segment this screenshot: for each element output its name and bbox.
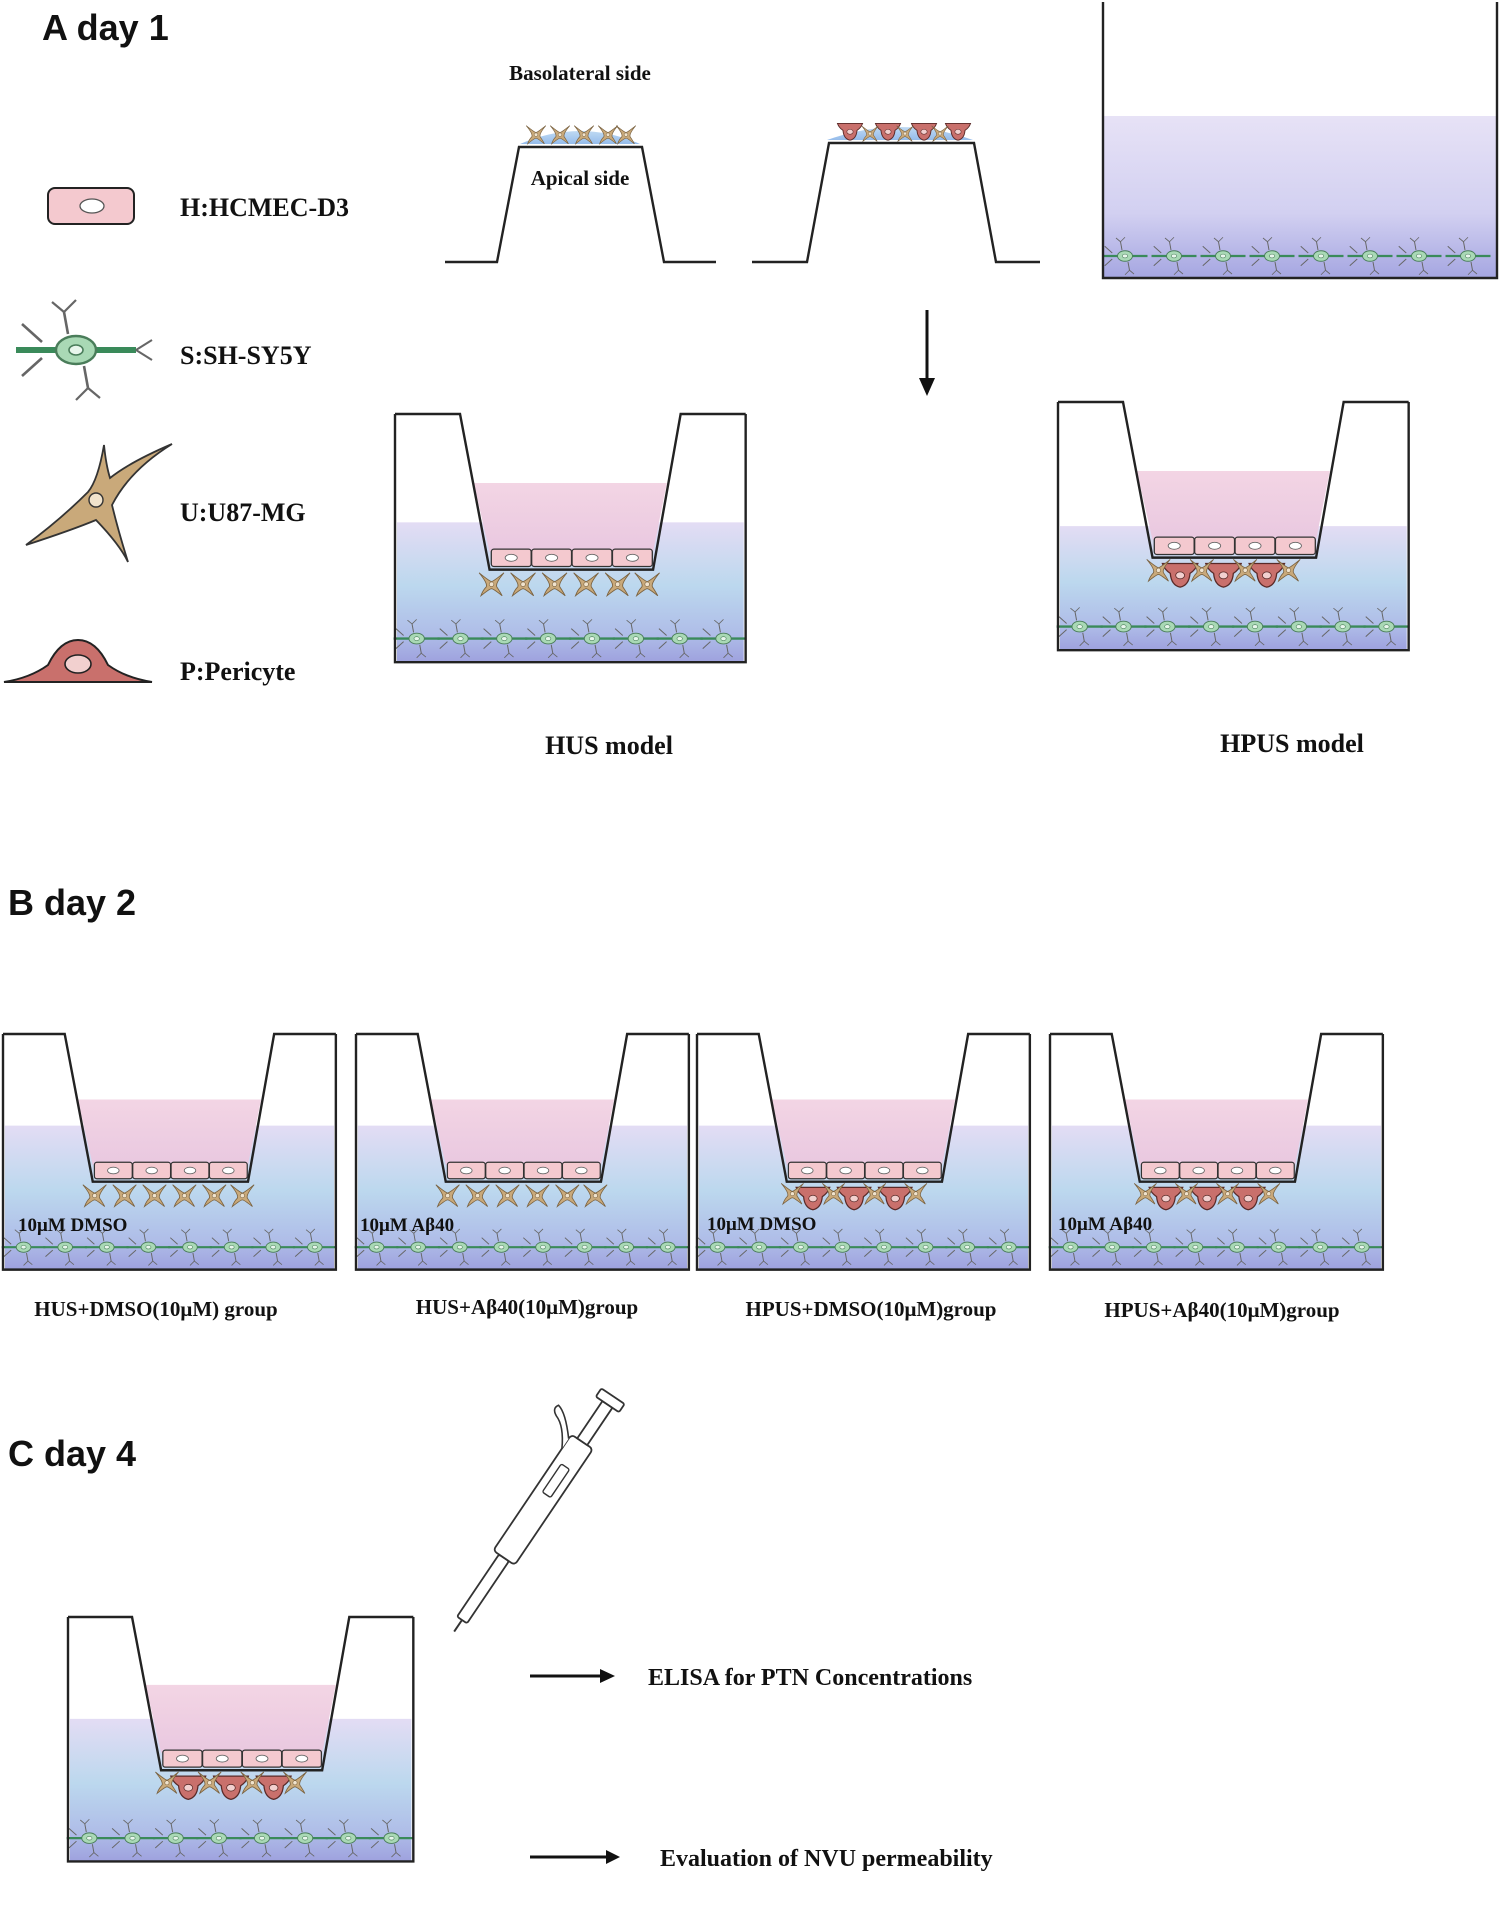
day2-group-caption-0: HUS+DMSO(10μM) group (34, 1297, 277, 1321)
day2-treatment-0: 10μM DMSO (18, 1215, 127, 1236)
hus-model-label: HUS model (545, 731, 673, 760)
day4-well (65, 1615, 416, 1863)
basolateral-side-label: Basolateral side (509, 61, 651, 85)
day2-treatment-2: 10μM DMSO (707, 1214, 816, 1235)
hcmec-cell (208, 1161, 248, 1180)
hcmec-cell (162, 1749, 203, 1768)
hcmec-cell (1255, 1161, 1295, 1180)
hcmec-cell (446, 1161, 486, 1180)
day2-treatment-3: 10μM Aβ40 (1058, 1214, 1152, 1235)
neuron-well (1101, 2, 1499, 280)
hcmec-cell (1140, 1161, 1180, 1180)
hcmec-cell (1153, 536, 1195, 556)
day2-well-hpus-dmso (694, 1032, 1032, 1271)
day2-well-hus-abeta40 (353, 1032, 691, 1271)
permeability-label: Evaluation of NVU permeability (660, 1846, 993, 1872)
hcmec-cell (523, 1161, 563, 1180)
hcmec-cell (787, 1161, 827, 1180)
day2-group-caption-3: HPUS+Aβ40(10μM)group (1104, 1298, 1339, 1322)
hcmec-cell (864, 1161, 904, 1180)
hcmec-cell (281, 1749, 323, 1768)
hcmec-cell (490, 548, 532, 568)
hcmec-cell (571, 548, 613, 568)
hcmec-cell (170, 1161, 210, 1180)
legend-shsy5y-label: S:SH-SY5Y (180, 341, 312, 370)
section-b-title: B day 2 (8, 882, 136, 923)
section-a-title: A day 1 (42, 7, 169, 48)
hcmec-cell (241, 1749, 283, 1768)
hcmec-cell (902, 1161, 942, 1180)
elisa-arrow (530, 1669, 615, 1683)
hcmec-cell (485, 1161, 525, 1180)
legend-u87-label: U:U87-MG (180, 498, 306, 527)
hcmec-cell (1274, 536, 1316, 556)
hcmec-cell (1234, 536, 1276, 556)
legend-u87-icon (25, 443, 173, 563)
day2-group-caption-1: HUS+Aβ40(10μM)group (416, 1295, 638, 1319)
apical-side-label: Apical side (531, 166, 630, 190)
hcmec-cell (531, 548, 573, 568)
elisa-label: ELISA for PTN Concentrations (648, 1665, 972, 1691)
hpus-model-label: HPUS model (1220, 729, 1364, 758)
section-c-title: C day 4 (8, 1433, 136, 1474)
legend: H:HCMEC-D3 S:SH-SY5Y U:U87-MG P:Pericyte (3, 187, 349, 686)
inverted-insert-u87 (445, 125, 716, 264)
legend-pericyte-label: P:Pericyte (180, 657, 295, 686)
hcmec-cell (1179, 1161, 1219, 1180)
pipette-icon (453, 1388, 625, 1633)
hcmec-cell (201, 1749, 243, 1768)
day2-well-hpus-abeta40 (1047, 1032, 1385, 1271)
hcmec-cell (132, 1161, 172, 1180)
hcmec-cell (611, 548, 653, 568)
legend-hcmec-icon (47, 187, 135, 225)
hus-model-well (392, 412, 748, 664)
hcmec-cell (1194, 536, 1236, 556)
hcmec-cell (1217, 1161, 1257, 1180)
legend-hcmec-label: H:HCMEC-D3 (180, 193, 349, 222)
day2-treatment-1: 10μM Aβ40 (360, 1215, 454, 1236)
day2-well-hus-dmso (0, 1032, 338, 1271)
hcmec-cell (93, 1161, 133, 1180)
day2-group-caption-2: HPUS+DMSO(10μM)group (746, 1297, 997, 1321)
hcmec-cell (561, 1161, 601, 1180)
hpus-model-well (1055, 400, 1411, 652)
permeability-arrow (530, 1850, 620, 1864)
legend-pericyte-icon (3, 638, 153, 683)
inverted-insert-u87-pericyte (752, 122, 1040, 264)
hcmec-cell (826, 1161, 866, 1180)
down-arrow (919, 310, 935, 396)
legend-shsy5y-icon (16, 300, 153, 400)
